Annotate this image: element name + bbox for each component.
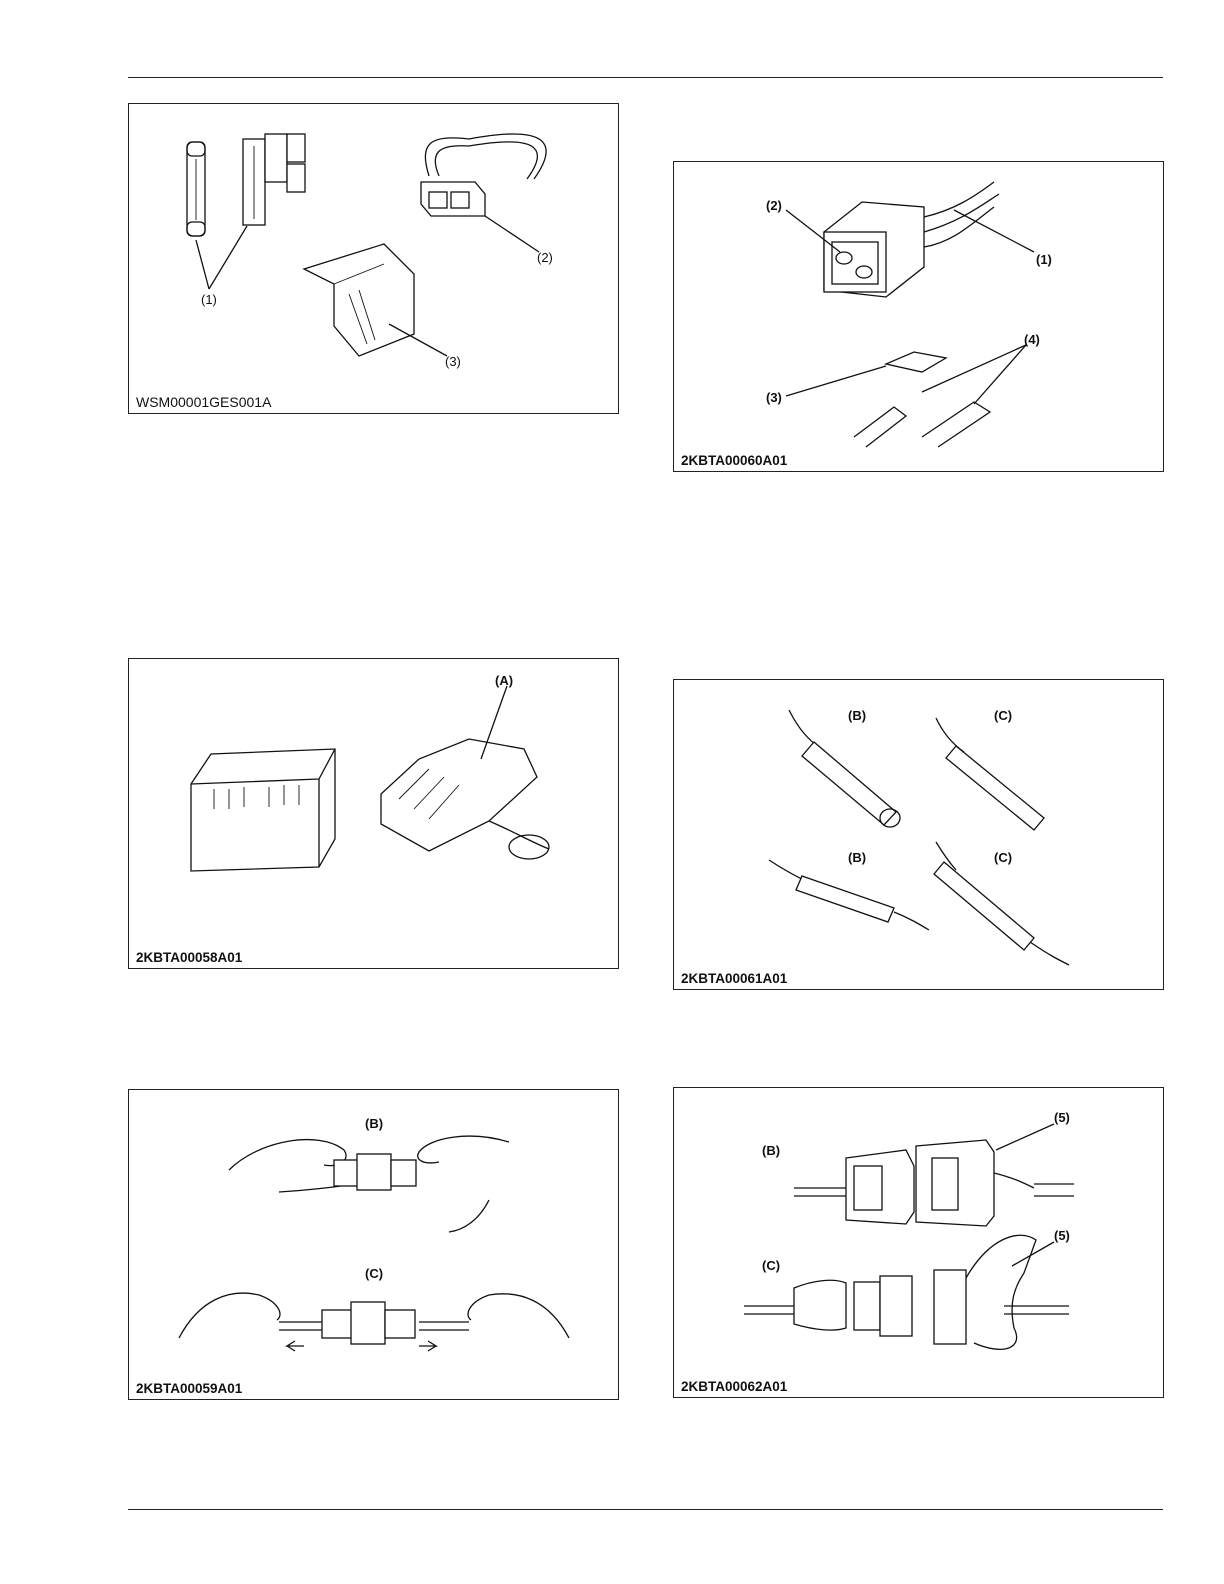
callout-2: (2) <box>766 198 782 213</box>
fuses-illustration: (1) (2) (3) <box>129 104 618 413</box>
callout-5-top: (5) <box>1054 1110 1070 1125</box>
footer-rule <box>128 1509 1163 1510</box>
callout-1: (1) <box>201 292 217 307</box>
disconnect-hands-illustration: (B) (C) <box>129 1090 618 1399</box>
figure-disconnect-hands: (B) (C) 2KBTA00059A01 <box>128 1089 619 1400</box>
figure-connector-cleaning: (1) (2) (3) (4) 2KBTA00060A01 <box>673 161 1164 472</box>
callout-c-bottom: (C) <box>994 850 1012 865</box>
callout-4: (4) <box>1024 332 1040 347</box>
callout-c-top: (C) <box>994 708 1012 723</box>
terminal-covers-illustration: (B) (C) (B) (C) <box>674 680 1163 989</box>
callout-3: (3) <box>445 354 461 369</box>
figure-fuses: (1) (2) (3) WSM00001GES001A <box>128 103 619 414</box>
callout-b: (B) <box>365 1116 383 1131</box>
figure-connector-lock: (A) 2KBTA00058A01 <box>128 658 619 969</box>
callout-c: (C) <box>762 1258 780 1273</box>
callout-a: (A) <box>495 673 513 688</box>
callout-c: (C) <box>365 1266 383 1281</box>
header-rule <box>128 77 1163 78</box>
connector-cleaning-illustration: (1) (2) (3) (4) <box>674 162 1163 471</box>
callout-b-bottom: (B) <box>848 850 866 865</box>
figure-terminal-covers: (B) (C) (B) (C) 2KBTA00061A01 <box>673 679 1164 990</box>
figure-id: 2KBTA00059A01 <box>136 1381 242 1396</box>
figure-id: 2KBTA00061A01 <box>681 971 787 986</box>
figure-connector-covers: (B) (5) (C) (5) 2KBTA00062A01 <box>673 1087 1164 1398</box>
callout-3: (3) <box>766 390 782 405</box>
callout-2: (2) <box>537 250 553 265</box>
figure-id: 2KBTA00062A01 <box>681 1379 787 1394</box>
figure-id: WSM00001GES001A <box>136 394 271 410</box>
callout-1: (1) <box>1036 252 1052 267</box>
figure-id: 2KBTA00060A01 <box>681 453 787 468</box>
connector-covers-illustration: (B) (5) (C) (5) <box>674 1088 1163 1397</box>
callout-b: (B) <box>762 1143 780 1158</box>
connector-lock-illustration: (A) <box>129 659 618 968</box>
callout-b-top: (B) <box>848 708 866 723</box>
figure-id: 2KBTA00058A01 <box>136 950 242 965</box>
callout-5-bottom: (5) <box>1054 1228 1070 1243</box>
